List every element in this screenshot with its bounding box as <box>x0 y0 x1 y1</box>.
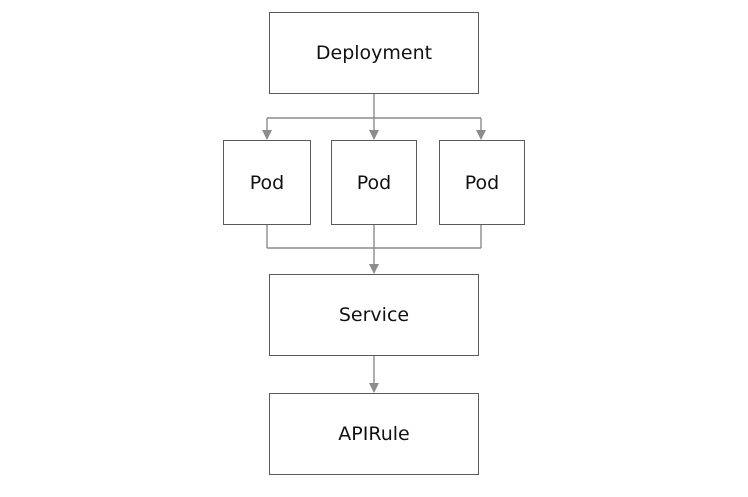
apirule-node: APIRule <box>269 393 479 475</box>
service-label: Service <box>338 304 410 326</box>
service-node: Service <box>269 274 479 356</box>
pod-node-1: Pod <box>223 140 311 225</box>
deployment-label: Deployment <box>315 42 433 64</box>
deployment-node: Deployment <box>269 12 479 94</box>
pod-label-3: Pod <box>464 171 500 194</box>
apirule-label: APIRule <box>338 423 410 445</box>
pod-node-3: Pod <box>439 140 525 225</box>
pod-label-2: Pod <box>356 171 392 194</box>
pod-label-1: Pod <box>249 171 285 194</box>
pod-node-2: Pod <box>331 140 417 225</box>
